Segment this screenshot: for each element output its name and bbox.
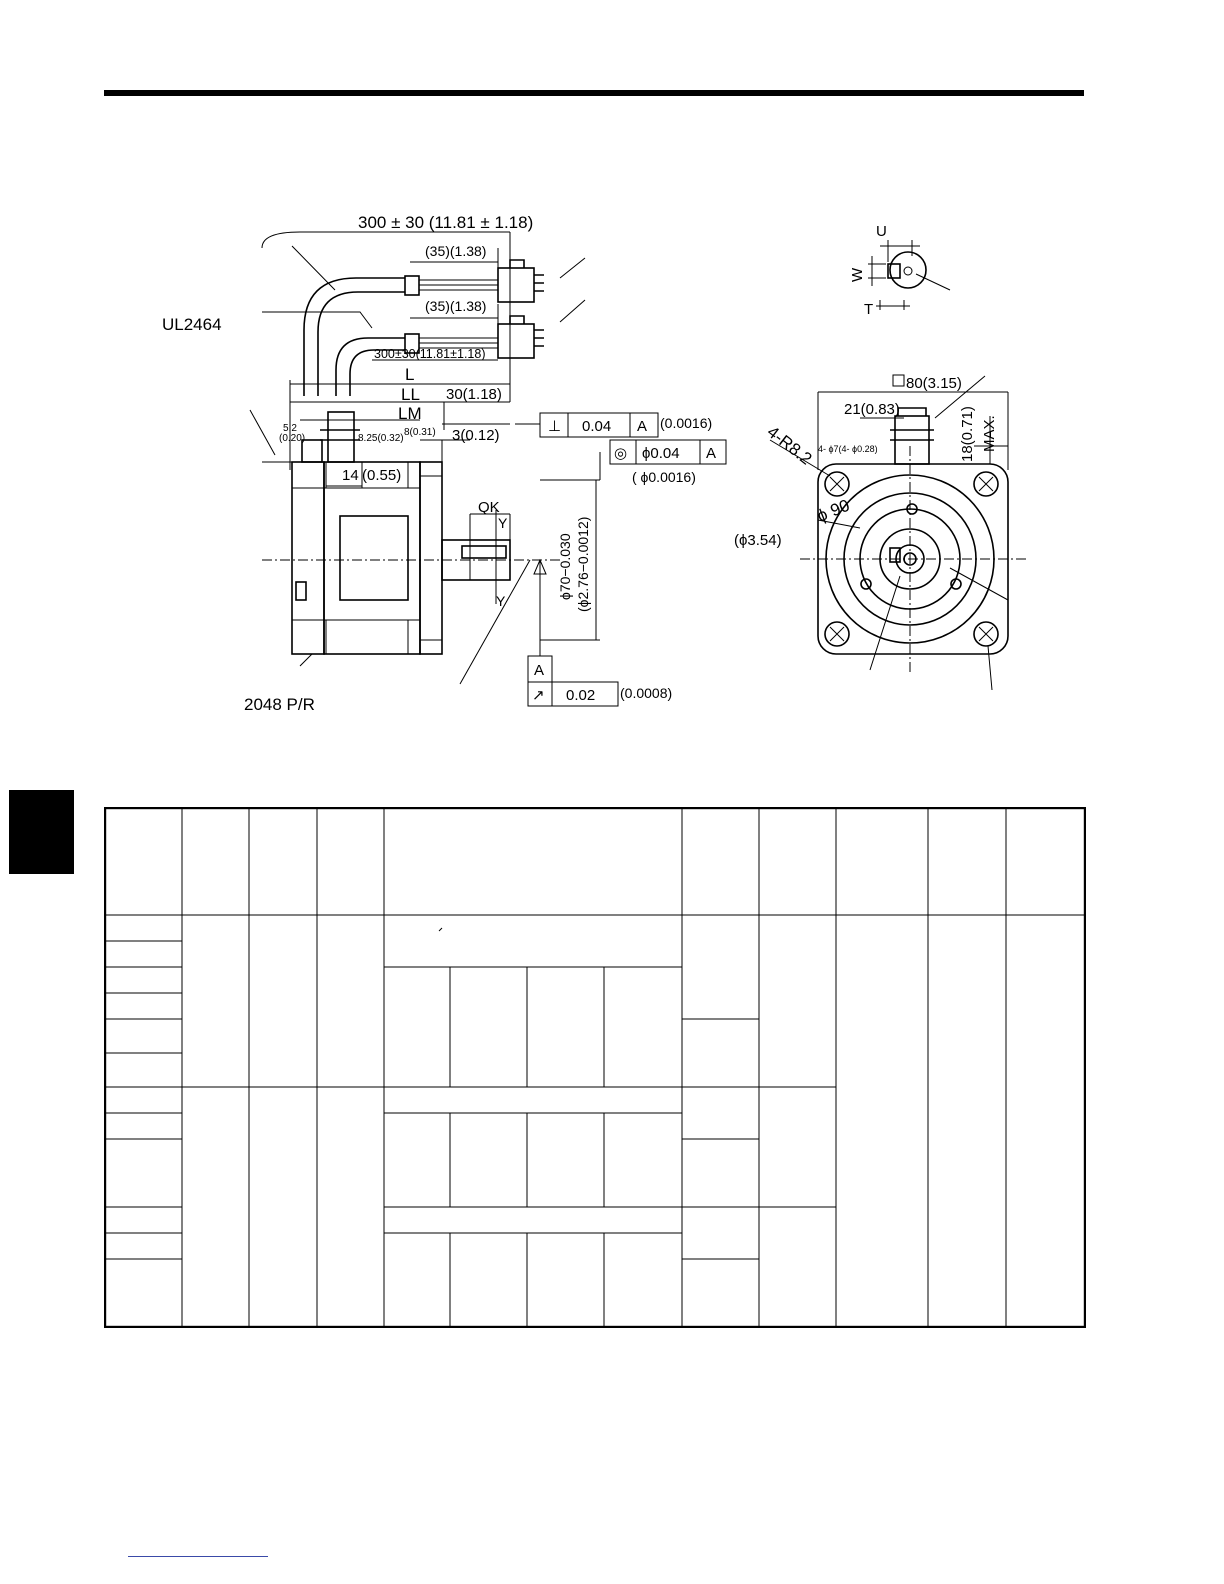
dimension-table <box>104 807 1086 1328</box>
runout-value: 0.02 <box>566 687 595 704</box>
dim-pcd-inch: (ϕ3.54) <box>734 532 782 549</box>
cable-2 <box>335 337 405 396</box>
runout-frame: A ↗ 0.02 (0.0008) <box>527 655 672 707</box>
dim-8: 8(0.31) <box>404 427 436 438</box>
conc-datum: A <box>706 445 716 462</box>
label-cable-type: UL2464 <box>162 315 222 334</box>
dim-shaft-dia: ϕ70−0.030 <box>557 533 573 600</box>
key-detail: U W T <box>849 223 951 318</box>
key-T: T <box>864 301 873 318</box>
header-rule <box>104 90 1084 96</box>
concentricity-frame: ◎ ϕ0.04 A ( ϕ0.0016) <box>609 439 727 485</box>
dim-holes: 4- ϕ7(4- ϕ0.28) <box>818 444 878 454</box>
connector-2 <box>497 323 535 359</box>
side-view: 300 ± 30 (11.81 ± 1.18) (35)(1.38) (35)(… <box>162 213 727 714</box>
dim-L: L <box>405 365 414 384</box>
dim-020: (0.20) <box>279 433 305 444</box>
dim-21: 21(0.83) <box>844 401 900 418</box>
front-view: 80(3.15) 21(0.83) 18(0.71) MAX. 4-R8.2 4… <box>734 374 1026 691</box>
dim-825: 8.25(0.32) <box>358 433 404 444</box>
label-lead-1: (35)(1.38) <box>425 243 486 259</box>
dim-14: 14 <box>342 467 359 484</box>
dim-18: 18(0.71) <box>959 406 976 462</box>
label-cable-length: 300 ± 30 (11.81 ± 1.18) <box>358 213 533 232</box>
motor-body <box>323 461 421 655</box>
runout-inch: (0.0008) <box>620 685 672 701</box>
encoder-cover <box>291 461 325 655</box>
connector-1 <box>497 267 535 303</box>
dim-R82: 4-R8.2 <box>764 422 816 468</box>
key-U: U <box>876 223 887 240</box>
datum-label: A <box>534 662 544 679</box>
dim-055: (0.55) <box>362 467 401 484</box>
perp-symbol: ⊥ <box>548 418 561 435</box>
perp-inch: (0.0016) <box>660 415 712 431</box>
perpendicularity-frame: ⊥ 0.04 A (0.0016) <box>539 412 712 438</box>
flange <box>419 461 443 655</box>
dim-LL: LL <box>401 385 420 404</box>
cable-1 <box>303 277 405 396</box>
dim-3: 3(0.12) <box>452 427 500 444</box>
runout-symbol: ↗ <box>532 687 545 704</box>
conc-symbol: ◎ <box>614 445 627 462</box>
dim-pcd: ϕ 90 <box>814 496 852 526</box>
nameplate <box>339 515 409 601</box>
motor-dimension-drawing: 300 ± 30 (11.81 ± 1.18) (35)(1.38) (35)(… <box>162 213 1026 714</box>
dim-80: 80(3.15) <box>906 375 962 392</box>
dim-30: 30(1.18) <box>446 386 502 403</box>
key-W: W <box>849 267 866 282</box>
dim-Y2: Y <box>496 593 506 609</box>
dim-QK: QK <box>478 499 500 516</box>
label-lead-2: (35)(1.38) <box>425 298 486 314</box>
conc-value: ϕ0.04 <box>642 445 680 462</box>
label-encoder: 2048 P/R <box>244 695 315 714</box>
perp-datum: A <box>637 418 647 435</box>
dim-max: MAX. <box>981 415 998 452</box>
dim-shaft-dia-in: (ϕ2.76−0.0012) <box>575 517 591 612</box>
dim-52: 5.2 <box>283 423 297 434</box>
section-tab <box>9 790 74 874</box>
label-cable-length-2: 300±30(11.81±1.18) <box>374 347 486 361</box>
ferrule-1 <box>404 275 420 296</box>
dim-LM: LM <box>398 404 422 423</box>
dim-Y1: Y <box>498 515 508 531</box>
footer-link-rule <box>128 1556 268 1557</box>
conc-inch: ( ϕ0.0016) <box>632 469 696 485</box>
perp-value: 0.04 <box>582 418 611 435</box>
